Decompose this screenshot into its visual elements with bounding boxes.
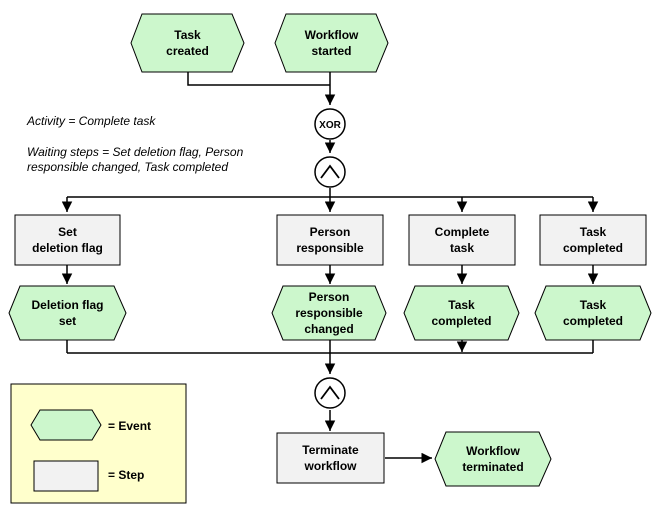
event-person-responsible-changed-shape bbox=[271, 285, 387, 341]
and-operator-icon bbox=[314, 156, 346, 188]
event-task-completed-1: Task completed bbox=[431, 298, 492, 328]
event-task-completed-2-shape bbox=[534, 285, 652, 341]
xor-operator: XOR bbox=[314, 108, 346, 140]
step-person-responsible-shape bbox=[276, 214, 384, 266]
legend-step-label: = Step bbox=[108, 468, 145, 482]
step-set-deletion-flag-shape bbox=[14, 214, 121, 266]
step-complete-task-shape bbox=[408, 214, 516, 266]
legend-event-label: = Event bbox=[108, 419, 152, 433]
step-person-responsible: Person responsible bbox=[296, 225, 364, 255]
step-complete-task: Complete task bbox=[434, 225, 490, 255]
event-task-completed-1-shape bbox=[403, 285, 520, 341]
event-workflow-started-shape bbox=[274, 13, 389, 73]
legend-event-shape bbox=[30, 409, 102, 441]
event-workflow-terminated: Workflow terminated bbox=[462, 444, 524, 474]
legend-step-shape bbox=[33, 460, 99, 492]
xor-label: XOR bbox=[319, 120, 341, 131]
event-deletion-flag-set-shape bbox=[8, 285, 127, 341]
step-set-deletion-flag: Set deletion flag bbox=[32, 225, 103, 255]
event-workflow-started: Workflow started bbox=[304, 28, 359, 58]
step-terminate-workflow-shape bbox=[276, 432, 385, 484]
note-waiting-steps: Waiting steps = Set deletion flag, Perso… bbox=[27, 145, 244, 174]
connectors bbox=[61, 72, 599, 464]
and-operator-icon bbox=[314, 377, 346, 409]
event-task-completed-2: Task completed bbox=[562, 298, 623, 328]
event-person-responsible-changed: Person responsible changed bbox=[295, 290, 363, 336]
connector-task-created bbox=[187, 72, 330, 86]
event-workflow-terminated-shape bbox=[434, 431, 552, 487]
event-deletion-flag-set: Deletion flag set bbox=[31, 298, 104, 328]
event-task-created-shape bbox=[130, 13, 245, 73]
step-task-completed: Task completed bbox=[562, 225, 623, 255]
step-terminate-workflow: Terminate workflow bbox=[302, 443, 359, 473]
step-task-completed-shape bbox=[539, 214, 647, 266]
note-activity: Activity = Complete task bbox=[27, 114, 156, 128]
event-task-created: Task created bbox=[166, 28, 209, 58]
